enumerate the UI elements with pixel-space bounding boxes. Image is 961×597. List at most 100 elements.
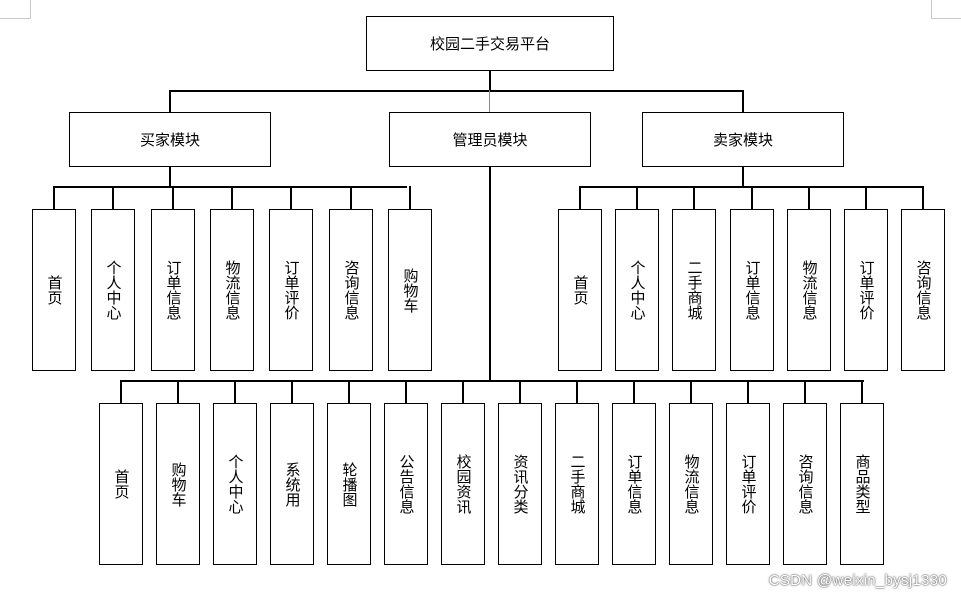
admin-leaf-box: 购物车 (156, 403, 200, 565)
admin-leaf-connector (633, 380, 635, 403)
buyer-leaf-label: 物流信息 (223, 260, 242, 320)
admin-leaf-connector (177, 380, 179, 403)
seller-leaf-label: 订单信息 (743, 260, 762, 320)
buyer-leaf-box: 咨询信息 (329, 209, 373, 371)
admin-leaf-label: 订单信息 (625, 454, 644, 514)
admin-leaf-label: 资讯分类 (511, 454, 530, 514)
admin-leaf-label: 物流信息 (682, 454, 701, 514)
buyer-stem (169, 167, 171, 187)
admin-leaf-box: 首页 (99, 403, 143, 565)
admin-leaf-label: 购物车 (169, 461, 188, 507)
admin-leaf-connector (861, 380, 863, 403)
admin-leaf-label: 首页 (112, 469, 131, 499)
admin-leaf-connector (405, 380, 407, 403)
buyer-leaf-connector (112, 186, 114, 209)
seller-leaf-box: 物流信息 (787, 209, 831, 371)
admin-leaf-connector (462, 380, 464, 403)
seller-leaf-label: 咨询信息 (914, 260, 933, 320)
admin-leaf-label: 咨询信息 (796, 454, 815, 514)
buyer-module-label: 买家模块 (139, 131, 200, 149)
root-label: 校园二手交易平台 (429, 35, 550, 53)
admin-leaf-connector (291, 380, 293, 403)
seller-leaf-label: 物流信息 (800, 260, 819, 320)
seller-leaf-box: 咨询信息 (901, 209, 945, 371)
root-branch-bar (169, 90, 744, 92)
buyer-leaf-connector (409, 186, 411, 209)
admin-leaf-label: 订单评价 (739, 454, 758, 514)
seller-module-label: 卖家模块 (712, 131, 773, 149)
admin-leaf-label: 轮播图 (340, 461, 359, 507)
seller-stem (742, 167, 744, 187)
buyer-leaf-box: 订单信息 (151, 209, 195, 371)
admin-leaf-box: 二手商城 (555, 403, 599, 565)
admin-leaf-label: 二手商城 (568, 454, 587, 514)
seller-leaf-connector (865, 186, 867, 209)
admin-leaf-connector (120, 380, 122, 403)
admin-leaf-box: 物流信息 (669, 403, 713, 565)
buyer-branch-bar (53, 186, 407, 188)
buyer-leaf-connector (231, 186, 233, 209)
admin-leaf-box: 公告信息 (384, 403, 428, 565)
buyer-leaf-connector (53, 186, 55, 209)
buyer-leaf-label: 个人中心 (104, 260, 123, 320)
admin-leaf-connector (348, 380, 350, 403)
buyer-leaf-box: 首页 (32, 209, 76, 371)
seller-leaf-connector (636, 186, 638, 209)
seller-leaf-box: 个人中心 (615, 209, 659, 371)
buyer-leaf-box: 订单评价 (269, 209, 313, 371)
buyer-leaf-label: 首页 (45, 275, 64, 305)
admin-leaf-box: 系统用 (270, 403, 314, 565)
admin-leaf-connector (804, 380, 806, 403)
root-stem (489, 71, 491, 91)
seller-leaf-connector (808, 186, 810, 209)
admin-module-label: 管理员模块 (452, 131, 528, 149)
buyer-leaf-label: 咨询信息 (342, 260, 361, 320)
seller-leaf-connector (693, 186, 695, 209)
buyer-leaf-label: 订单评价 (282, 260, 301, 320)
page-corner-mark-right (931, 0, 961, 19)
seller-leaf-connector (751, 186, 753, 209)
seller-leaf-connector (579, 186, 581, 209)
admin-drop (489, 90, 490, 112)
seller-leaf-label: 订单评价 (857, 260, 876, 320)
admin-leaf-connector (576, 380, 578, 403)
admin-leaf-label: 个人中心 (226, 454, 245, 514)
admin-leaf-box: 订单信息 (612, 403, 656, 565)
seller-leaf-label: 个人中心 (628, 260, 647, 320)
admin-leaf-connector (234, 380, 236, 403)
admin-leaf-box: 校园资讯 (441, 403, 485, 565)
buyer-leaf-box: 物流信息 (210, 209, 254, 371)
buyer-leaf-box: 购物车 (388, 209, 432, 371)
admin-leaf-label: 商品类型 (853, 454, 872, 514)
admin-leaf-connector (690, 380, 692, 403)
buyer-leaf-connector (350, 186, 352, 209)
seller-leaf-label: 二手商城 (685, 260, 704, 320)
seller-leaf-box: 订单评价 (844, 209, 888, 371)
buyer-leaf-box: 个人中心 (91, 209, 135, 371)
admin-leaf-box: 商品类型 (840, 403, 884, 565)
admin-leaf-label: 校园资讯 (454, 454, 473, 514)
admin-leaf-connector (747, 380, 749, 403)
seller-leaf-box: 订单信息 (730, 209, 774, 371)
admin-leaf-label: 系统用 (283, 461, 302, 507)
seller-module-box: 卖家模块 (642, 112, 844, 167)
admin-stem (489, 167, 491, 382)
buyer-leaf-connector (290, 186, 292, 209)
watermark: CSDN @weixin_bysj1330 (768, 572, 947, 589)
admin-leaf-box: 资讯分类 (498, 403, 542, 565)
seller-leaf-box: 首页 (558, 209, 602, 371)
page-corner-mark-left (0, 0, 31, 19)
seller-drop (742, 90, 744, 112)
admin-leaf-box: 轮播图 (327, 403, 371, 565)
seller-leaf-box: 二手商城 (672, 209, 716, 371)
seller-leaf-label: 首页 (571, 275, 590, 305)
admin-leaf-box: 订单评价 (726, 403, 770, 565)
admin-leaf-label: 公告信息 (397, 454, 416, 514)
admin-leaf-box: 咨询信息 (783, 403, 827, 565)
buyer-leaf-label: 购物车 (401, 267, 420, 313)
admin-module-box: 管理员模块 (389, 112, 591, 167)
seller-leaf-connector (922, 186, 924, 209)
buyer-leaf-connector (172, 186, 174, 209)
admin-leaf-box: 个人中心 (213, 403, 257, 565)
